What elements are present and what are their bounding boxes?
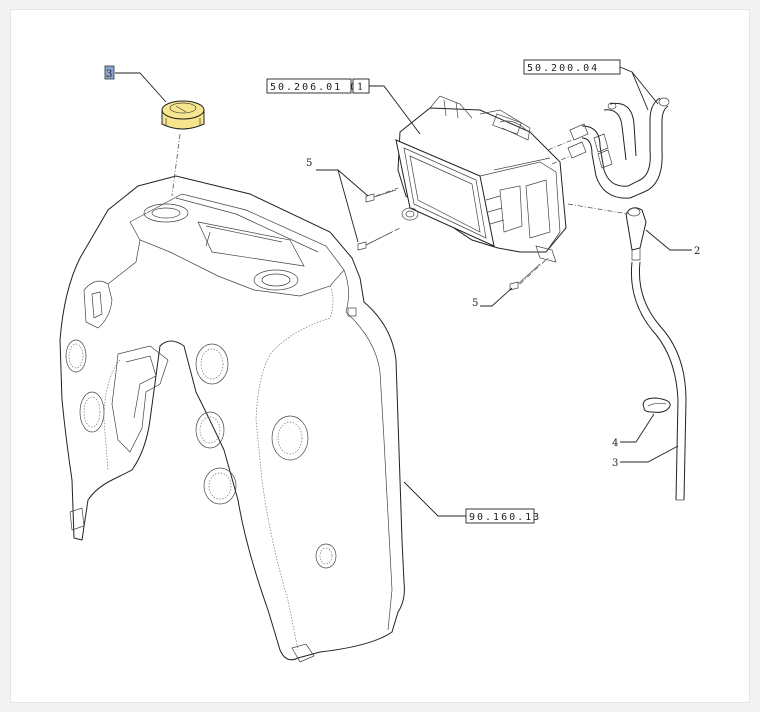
callout-cowl[interactable]: 90.160.13 xyxy=(403,481,541,524)
bolt-lower[interactable] xyxy=(509,263,541,291)
callout-cap[interactable]: 3 xyxy=(104,65,167,103)
cowl-panel[interactable] xyxy=(59,175,405,663)
hvac-unit[interactable] xyxy=(395,95,567,263)
callout-bolt-lower[interactable]: 5 xyxy=(472,287,513,309)
pipe-centerline-1 xyxy=(547,139,573,151)
callout-hvac[interactable]: 50.206.01 02 1 xyxy=(266,78,421,135)
bolt-upper[interactable] xyxy=(365,189,397,203)
callout-elbow[interactable]: 2 xyxy=(645,229,700,257)
bolt-middle-centerline xyxy=(367,227,401,245)
bolt-upper-centerline xyxy=(375,187,399,197)
item-hose: 3 xyxy=(612,458,618,469)
hose-clamp-part[interactable] xyxy=(642,397,671,413)
item-bolt-upper: 5 xyxy=(306,158,312,169)
item-hvac: 1 xyxy=(357,82,363,93)
item-elbow: 2 xyxy=(694,246,700,257)
callout-pipes[interactable]: 50.200.04 xyxy=(523,59,659,111)
item-bolt-lower: 5 xyxy=(472,298,478,309)
drain-centerline xyxy=(567,203,629,215)
ref-cowl: 90.160.13 xyxy=(469,512,541,523)
ref-pipes: 50.200.04 xyxy=(527,63,599,74)
bolt-lower-centerline xyxy=(519,257,549,285)
callout-clamp[interactable]: 4 xyxy=(612,413,655,449)
drain-elbow-part[interactable] xyxy=(625,207,647,261)
pipe-assembly[interactable] xyxy=(567,97,670,199)
filler-cap-part[interactable] xyxy=(161,100,205,130)
callout-cap-number: 3 xyxy=(106,69,112,80)
pipe-centerline-2 xyxy=(551,155,571,165)
callout-bolts-upper[interactable]: 5 xyxy=(306,158,369,243)
ref-hvac: 50.206.01 02 xyxy=(270,82,366,93)
drain-hose-part[interactable] xyxy=(630,261,687,501)
item-clamp: 4 xyxy=(612,438,618,449)
callout-hose[interactable]: 3 xyxy=(612,445,679,469)
cap-centerline xyxy=(171,133,181,197)
